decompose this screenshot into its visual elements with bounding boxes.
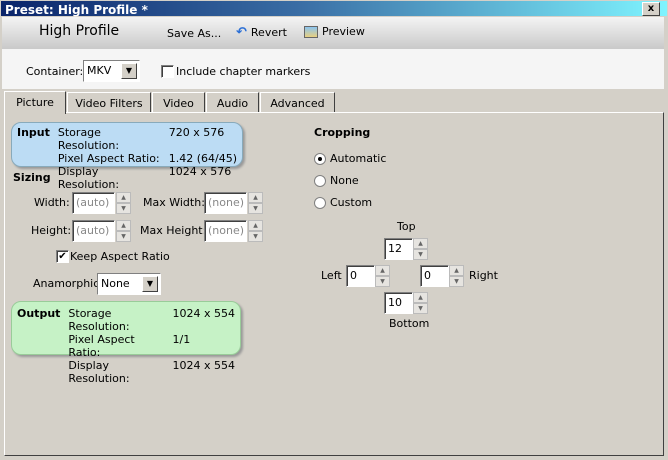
arrow-up-icon[interactable]: ▲ [248, 192, 263, 203]
crop-bottom-label: Bottom [389, 317, 430, 330]
arrow-down-icon[interactable]: ▼ [413, 303, 428, 314]
close-button[interactable]: x [642, 2, 660, 16]
height-stepper[interactable]: ▲▼ [116, 220, 131, 242]
radio-icon [314, 197, 326, 209]
revert-label: Revert [250, 26, 287, 39]
width-input[interactable]: (auto) [72, 192, 115, 214]
height-label: Height: [31, 224, 72, 237]
arrow-up-icon[interactable]: ▲ [449, 265, 464, 276]
arrow-down-icon[interactable]: ▼ [116, 203, 131, 214]
tab-advanced[interactable]: Advanced [260, 92, 335, 113]
output-value: 1/1 [172, 333, 191, 346]
arrow-down-icon[interactable]: ▼ [248, 231, 263, 242]
max-width-label: Max Width: [143, 196, 205, 209]
crop-top-stepper[interactable]: ▲▼ [413, 238, 428, 260]
container-label: Container: [26, 65, 84, 78]
crop-top-label: Top [397, 220, 416, 233]
input-value: 1024 x 576 [168, 165, 232, 178]
max-width-input[interactable]: (none) [204, 192, 247, 214]
container-value: MKV [87, 64, 112, 77]
output-label: Pixel Aspect Ratio: [68, 333, 135, 359]
title-bar: Preset: High Profile * [0, 0, 668, 17]
input-label: Storage Resolution: [57, 126, 120, 152]
tab-picture[interactable]: Picture [4, 91, 66, 114]
arrow-up-icon[interactable]: ▲ [116, 192, 131, 203]
container-select[interactable]: MKV ▼ [83, 60, 140, 82]
anamorphic-label: Anamorphic: [33, 277, 103, 290]
crop-top-input[interactable]: 12 [384, 238, 413, 260]
anamorphic-select[interactable]: None ▼ [97, 273, 161, 295]
crop-bottom-input[interactable]: 10 [384, 292, 413, 314]
preview-label: Preview [322, 25, 365, 38]
picture-panel [4, 112, 664, 456]
arrow-up-icon[interactable]: ▲ [116, 220, 131, 231]
crop-left-stepper[interactable]: ▲▼ [375, 265, 390, 287]
crop-bottom-stepper[interactable]: ▲▼ [413, 292, 428, 314]
keep-aspect-label: Keep Aspect Ratio [70, 250, 170, 263]
chevron-down-icon: ▼ [142, 276, 158, 292]
tab-video-filters[interactable]: Video Filters [67, 92, 151, 113]
tab-video[interactable]: Video [152, 92, 205, 113]
arrow-up-icon[interactable]: ▲ [375, 265, 390, 276]
tab-audio[interactable]: Audio [206, 92, 259, 113]
crop-right-stepper[interactable]: ▲▼ [449, 265, 464, 287]
crop-none-label: None [330, 174, 359, 187]
crop-custom-radio[interactable]: Custom [314, 196, 372, 209]
anamorphic-value: None [101, 277, 130, 290]
output-label: Storage Resolution: [68, 307, 130, 333]
input-label: Pixel Aspect Ratio: [57, 152, 160, 165]
cropping-heading: Cropping [314, 126, 371, 139]
arrow-down-icon[interactable]: ▼ [413, 249, 428, 260]
input-title: Input [17, 126, 50, 139]
arrow-down-icon[interactable]: ▼ [116, 231, 131, 242]
arrow-down-icon[interactable]: ▼ [449, 276, 464, 287]
window-title: Preset: High Profile * [5, 3, 148, 17]
radio-selected-icon [314, 153, 326, 165]
width-label: Width: [34, 196, 70, 209]
max-height-label: Max Height: [140, 224, 207, 237]
chapter-markers-label: Include chapter markers [176, 65, 311, 78]
output-title: Output [17, 307, 61, 320]
crop-right-label: Right [469, 269, 498, 282]
output-value: 1024 x 554 [172, 359, 236, 372]
input-label: Display Resolution: [57, 165, 120, 191]
toolbar [2, 17, 664, 49]
arrow-up-icon[interactable]: ▲ [413, 292, 428, 303]
save-as-label: Save As... [167, 27, 222, 40]
sizing-heading: Sizing [13, 171, 51, 184]
chapter-markers-checkbox[interactable] [161, 65, 174, 78]
output-value: 1024 x 554 [172, 307, 236, 320]
keep-aspect-checkbox[interactable]: ✔ [56, 250, 69, 263]
crop-automatic-label: Automatic [330, 152, 387, 165]
height-input[interactable]: (auto) [72, 220, 115, 242]
max-height-stepper[interactable]: ▲▼ [248, 220, 263, 242]
crop-custom-label: Custom [330, 196, 373, 209]
input-value: 720 x 576 [168, 126, 225, 139]
input-info-box: Input Storage Resolution: 720 x 576 Pixel… [11, 122, 243, 191]
crop-automatic-radio[interactable]: Automatic [314, 152, 386, 165]
crop-left-label: Left [321, 269, 342, 282]
crop-none-radio[interactable]: None [314, 174, 359, 187]
arrow-up-icon[interactable]: ▲ [413, 238, 428, 249]
output-info-box: Output Storage Resolution: 1024 x 554 Pix… [11, 301, 241, 385]
max-width-stepper[interactable]: ▲▼ [248, 192, 263, 214]
arrow-up-icon[interactable]: ▲ [248, 220, 263, 231]
save-as-button[interactable]: Save As... [167, 27, 221, 40]
preview-button[interactable]: Preview [304, 25, 365, 38]
crop-right-input[interactable]: 0 [420, 265, 449, 287]
radio-icon [314, 175, 326, 187]
crop-left-input[interactable]: 0 [346, 265, 375, 287]
output-label: Display Resolution: [68, 359, 130, 385]
revert-button[interactable]: ↶Revert [236, 25, 287, 40]
undo-icon: ↶ [236, 25, 247, 40]
arrow-down-icon[interactable]: ▼ [248, 203, 263, 214]
preview-icon [304, 25, 318, 38]
arrow-down-icon[interactable]: ▼ [375, 276, 390, 287]
checkmark-icon: ✔ [58, 251, 67, 262]
preset-name: High Profile [39, 23, 120, 39]
chevron-down-icon: ▼ [121, 63, 137, 79]
max-height-input[interactable]: (none) [204, 220, 247, 242]
width-stepper[interactable]: ▲▼ [116, 192, 131, 214]
input-value: 1.42 (64/45) [168, 152, 237, 165]
